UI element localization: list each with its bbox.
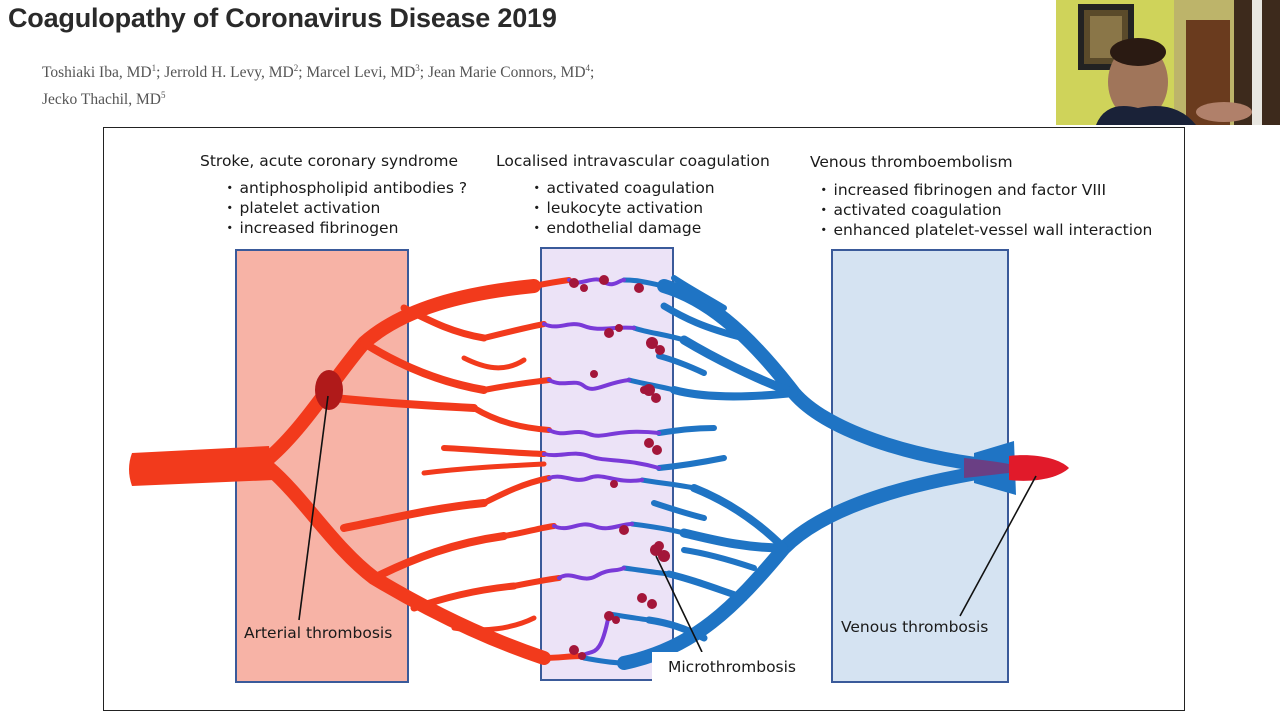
list-item: increased fibrinogen bbox=[222, 218, 467, 238]
microthrombosis-label: Microthrombosis bbox=[652, 652, 813, 682]
arterial-thrombosis-label: Arterial thrombosis bbox=[244, 624, 393, 642]
presenter-video-icon bbox=[1056, 0, 1280, 125]
presenter-webcam bbox=[1056, 0, 1280, 125]
author-5: Jecko Thachil, MD5 bbox=[42, 90, 166, 109]
slide-title: Coagulopathy of Coronavirus Disease 2019 bbox=[8, 3, 557, 33]
list-item: activated coagulation bbox=[816, 200, 1152, 220]
list-item: antiphospholipid antibodies ? bbox=[222, 178, 468, 198]
section-heading-arterial: Stroke, acute coronary syndrome bbox=[200, 152, 459, 170]
author-3: Marcel Levi, MD3; bbox=[306, 63, 428, 82]
list-item: platelet activation bbox=[222, 198, 467, 218]
callout-lines bbox=[298, 395, 1037, 653]
coagulation-figure: Stroke, acute coronary syndrome antiphos… bbox=[103, 127, 1185, 711]
list-item: leukocyte activation bbox=[529, 198, 715, 218]
author-2: Jerrold H. Levy, MD2; bbox=[164, 63, 307, 82]
author-4: Jean Marie Connors, MD4; bbox=[427, 63, 595, 82]
section-heading-micro: Localised intravascular coagulation bbox=[496, 152, 770, 170]
arterial-network bbox=[262, 277, 585, 665]
artery-inlet bbox=[129, 446, 274, 486]
author-list: Toshiaki Iba, MD1; Jerrold H. Levy, MD2;… bbox=[42, 57, 682, 111]
list-item: endothelial damage bbox=[529, 218, 715, 238]
list-item: enhanced platelet-vessel wall interactio… bbox=[816, 220, 1153, 240]
bullet-list-micro: activated coagulation leukocyte activati… bbox=[529, 178, 715, 238]
list-item: increased fibrinogen and factor VIII bbox=[816, 180, 1152, 200]
author-1: Toshiaki Iba, MD1; bbox=[42, 63, 165, 82]
venous-thrombosis-label: Venous thrombosis bbox=[841, 618, 989, 636]
microthrombi bbox=[315, 275, 670, 660]
arterial-thrombus bbox=[315, 370, 343, 410]
vessel-illustration bbox=[129, 247, 1069, 683]
bullet-list-venous: increased fibrinogen and factor VIII act… bbox=[816, 180, 1153, 240]
bullet-list-arterial: antiphospholipid antibodies ? platelet a… bbox=[222, 178, 468, 238]
venous-thrombus bbox=[1009, 455, 1069, 481]
section-heading-venous: Venous thromboembolism bbox=[810, 153, 1013, 171]
venous-network bbox=[581, 275, 1020, 670]
list-item: activated coagulation bbox=[529, 178, 715, 198]
